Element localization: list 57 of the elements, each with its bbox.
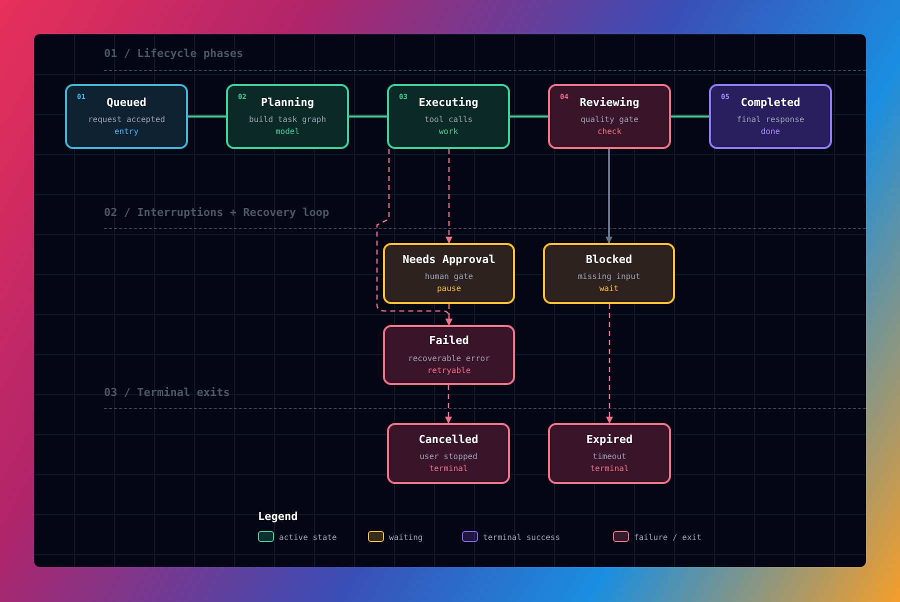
state-description: tool calls <box>424 115 473 126</box>
state-title: Blocked <box>586 252 632 266</box>
state-tag: pause <box>436 284 462 294</box>
state-description: user stopped <box>420 452 478 462</box>
legend-label: waiting <box>389 532 423 544</box>
section-heading: 01 / Lifecycle phases <box>104 46 244 62</box>
arrow <box>446 304 452 326</box>
section-heading: 02 / Interruptions + Recovery loop <box>104 205 330 221</box>
state-tag: check <box>597 127 622 138</box>
state-box <box>709 84 832 149</box>
state-description: missing input <box>578 272 640 282</box>
state-title: Planning <box>261 96 314 110</box>
state-tag: done <box>760 127 780 138</box>
state-title: Queued <box>106 96 146 110</box>
state-box <box>548 84 671 149</box>
state-title: Cancelled <box>418 432 478 446</box>
state-title: Needs Approval <box>402 252 496 266</box>
connector-line <box>349 116 387 118</box>
connector-line <box>510 116 548 118</box>
state-tag: model <box>275 127 300 138</box>
state-description: timeout <box>592 452 626 462</box>
connector-line <box>188 116 226 118</box>
legend-label: terminal success <box>483 532 560 544</box>
state-description: build task graph <box>248 115 326 126</box>
legend-title: Legend <box>258 509 298 525</box>
state-description: human gate <box>424 272 474 282</box>
state-box <box>543 243 675 304</box>
state-box <box>387 84 510 149</box>
state-description: final response <box>736 115 804 126</box>
state-title: Completed <box>740 96 800 110</box>
state-tag: terminal <box>429 464 468 474</box>
state-description: request accepted <box>88 115 166 126</box>
state-tag: entry <box>114 127 139 138</box>
state-description: quality gate <box>580 115 638 126</box>
state-box <box>387 423 510 484</box>
state-box <box>65 84 188 149</box>
state-title: Reviewing <box>580 96 640 110</box>
state-tag: terminal <box>590 464 629 474</box>
arrow <box>445 385 452 424</box>
section-heading: 03 / Terminal exits <box>104 385 230 401</box>
connector-line <box>671 116 709 118</box>
state-box <box>383 325 515 385</box>
arrow <box>606 304 613 424</box>
legend-label: failure / exit <box>634 532 702 544</box>
state-tag: retryable <box>427 366 471 376</box>
state-box <box>548 423 671 484</box>
state-box <box>226 84 349 149</box>
arrow <box>606 149 612 244</box>
state-title: Expired <box>586 432 633 446</box>
legend-label: active state <box>279 532 337 544</box>
state-box <box>383 243 515 304</box>
state-description: recoverable error <box>408 354 490 364</box>
arrow <box>446 149 452 244</box>
state-tag: wait <box>599 284 619 294</box>
state-title: Failed <box>429 334 469 348</box>
state-tag: work <box>438 127 458 138</box>
state-title: Executing <box>418 96 478 110</box>
